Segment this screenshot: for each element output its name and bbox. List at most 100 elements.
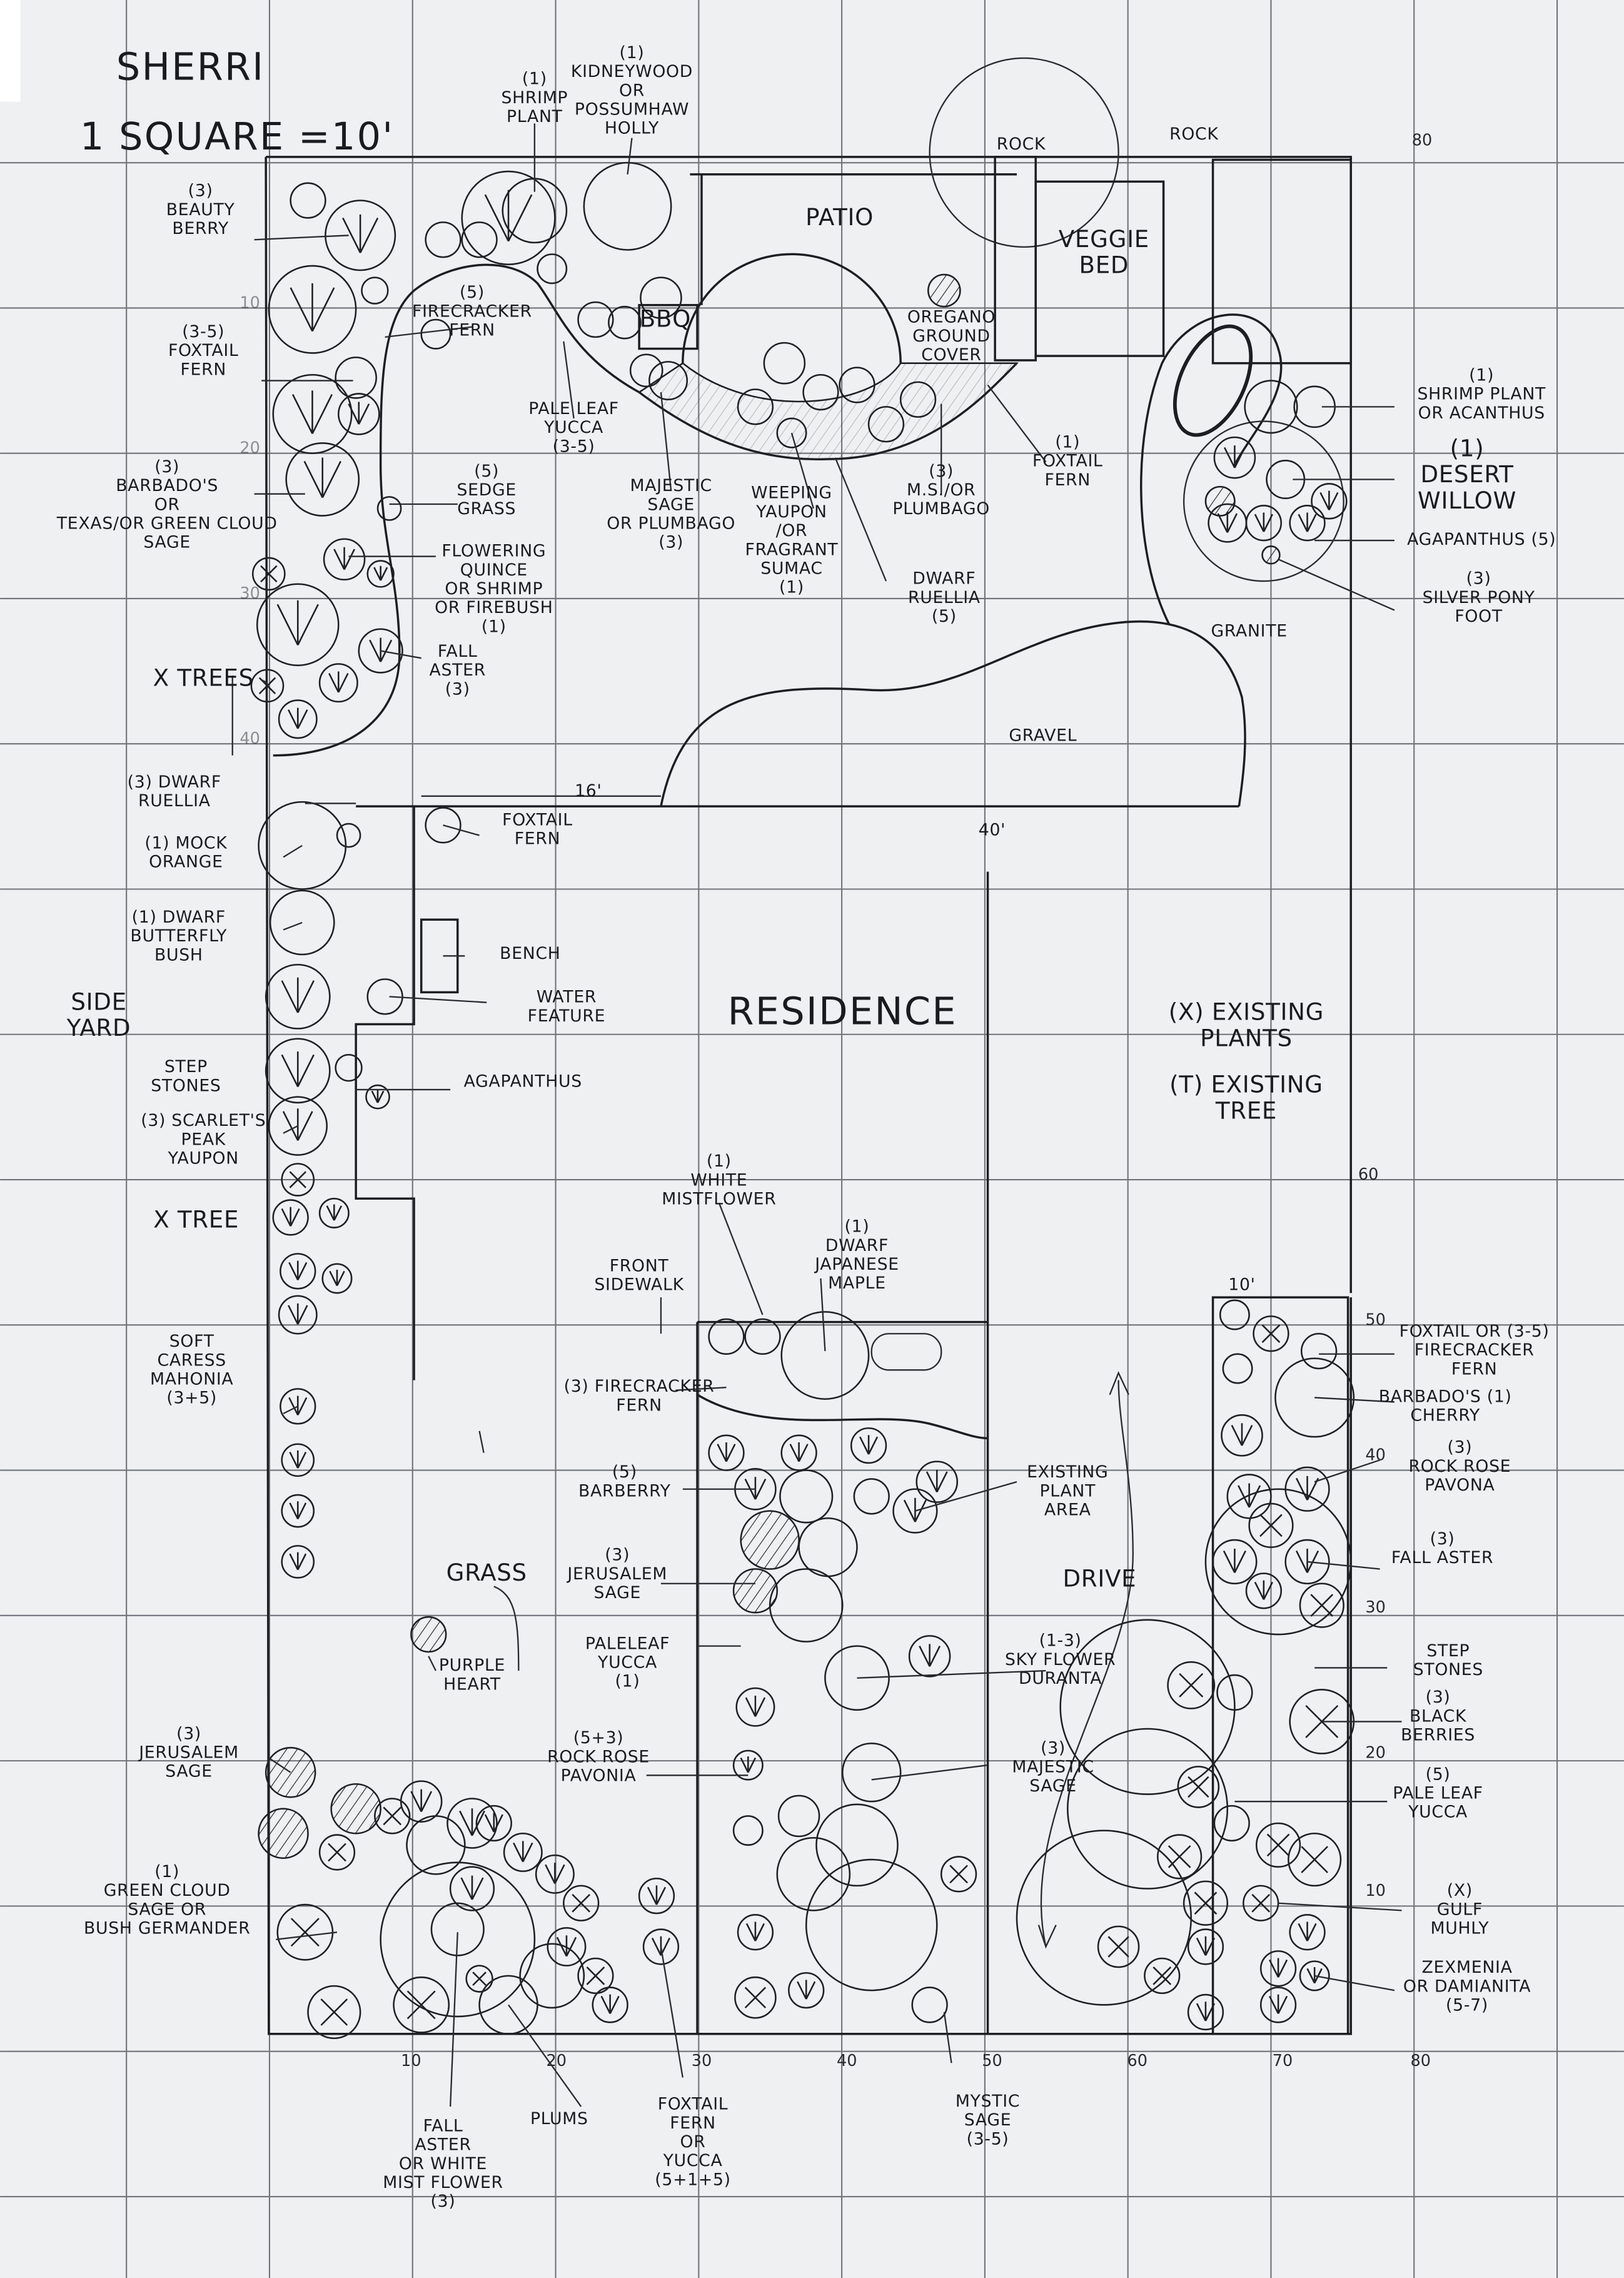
leader-line xyxy=(380,650,421,659)
label-line: (3-5) xyxy=(553,437,595,456)
plant-symbol xyxy=(268,1096,328,1156)
plant-symbol xyxy=(1144,1957,1181,1995)
label-line: (5) xyxy=(932,607,957,626)
label-line: PAVONIA xyxy=(561,1766,637,1786)
plant-symbol xyxy=(1187,1928,1224,1965)
plant-symbol xyxy=(867,406,905,443)
plant-label: X TREES xyxy=(153,664,254,691)
plant-symbol xyxy=(272,1199,309,1236)
plant-symbol xyxy=(583,161,672,251)
label-line: BUSH xyxy=(154,945,203,964)
label-line: VEGGIE xyxy=(1059,226,1149,253)
plant-symbol xyxy=(278,699,318,739)
plant-symbol xyxy=(376,496,402,521)
label-line: QUINCE xyxy=(460,560,528,580)
label-line: STEP xyxy=(164,1057,208,1076)
label-line: FIRECRACKER xyxy=(412,301,532,321)
plant-label: BBQ xyxy=(640,306,691,333)
label-line: OR FIREBUSH xyxy=(435,598,553,617)
plant-symbol xyxy=(335,357,377,399)
label-line: RESIDENCE xyxy=(728,990,957,1034)
label-line: SEDGE xyxy=(456,480,516,500)
gravel-edge xyxy=(660,620,1246,807)
label-line: OR WHITE xyxy=(399,2154,487,2174)
label-line: M.S./OR xyxy=(907,480,976,500)
plant-symbol xyxy=(278,1295,318,1335)
label-line: RUELLIA xyxy=(138,791,211,811)
label-line: YAUPON xyxy=(168,1148,239,1168)
plant-symbol xyxy=(1204,485,1236,517)
label-line: STONES xyxy=(1413,1660,1483,1679)
label-line: (3) xyxy=(929,462,954,481)
leader-line xyxy=(283,1125,298,1134)
plant-symbol xyxy=(776,417,807,448)
plant-symbol xyxy=(815,1803,899,1887)
plant-symbol xyxy=(740,1510,800,1570)
label-line: SOFT xyxy=(169,1332,214,1351)
axis-tick-label: 60 xyxy=(1127,2052,1148,2070)
axis-tick-label: 20 xyxy=(240,439,260,458)
plant-symbol xyxy=(380,1861,536,2018)
plant-label: AGAPANTHUS xyxy=(464,1071,582,1091)
plant-label: 40' xyxy=(979,821,1006,840)
drive-bed xyxy=(1211,1296,1349,2035)
plant-symbol xyxy=(461,221,498,258)
label-line: PLANT xyxy=(507,107,563,126)
label-line: WILLOW xyxy=(1418,487,1516,514)
label-line: OR xyxy=(619,81,645,100)
plant-symbol xyxy=(629,353,663,388)
label-line: (1) xyxy=(620,43,645,63)
label-line: DWARF xyxy=(912,569,976,589)
plant-symbol xyxy=(1222,1353,1253,1384)
label-line: PURPLE xyxy=(439,1656,505,1675)
plant-symbol xyxy=(577,1957,614,1995)
label-line: (5) xyxy=(460,283,485,302)
label-line: COVER xyxy=(921,345,981,365)
plant-symbol xyxy=(1259,1950,1297,1987)
plant-symbol xyxy=(361,276,389,305)
label-line: YUCCA xyxy=(1408,1803,1468,1822)
front-step xyxy=(870,1333,942,1371)
leader-line xyxy=(1278,1902,1402,1911)
granite-boulder-bed xyxy=(1173,324,1253,437)
plant-symbol xyxy=(1253,1315,1289,1352)
plant-symbol xyxy=(1177,1766,1220,1808)
paper-edge xyxy=(0,0,21,102)
leader-line xyxy=(268,1757,291,1773)
label-line: ROCK ROSE xyxy=(547,1747,650,1766)
label-line: FRAGRANT xyxy=(745,540,839,559)
plant-symbol xyxy=(1059,1619,1236,1795)
label-line: FOXTAIL OR (3-5) xyxy=(1400,1322,1550,1341)
plant-symbol xyxy=(735,1687,775,1727)
plant-symbol xyxy=(321,1263,353,1294)
label-line: STONES xyxy=(151,1076,221,1095)
label-line: PLANTS xyxy=(1200,1025,1293,1051)
plant-symbol xyxy=(537,253,568,285)
label-line: SIDE xyxy=(71,988,126,1015)
plant-symbol xyxy=(280,1253,316,1290)
label-line: (3) xyxy=(445,679,470,699)
label-line: MAPLE xyxy=(828,1273,886,1293)
label-line: PEAK xyxy=(181,1130,226,1149)
plant-symbol xyxy=(276,1903,334,1961)
label-line: GRANITE xyxy=(1211,621,1287,640)
plant-label: (5)BARBERRY xyxy=(578,1462,671,1501)
plant-label: X TREE xyxy=(153,1207,239,1233)
label-line: ORANGE xyxy=(149,853,223,872)
plant-symbol xyxy=(892,1488,938,1534)
label-line: (3) xyxy=(658,533,683,552)
leader-line xyxy=(1314,1975,1395,1992)
plant-symbol xyxy=(547,1926,587,1967)
label-line: PALELEAF xyxy=(585,1634,670,1653)
label-line: (3) xyxy=(1466,569,1491,589)
leader-line xyxy=(254,235,349,241)
